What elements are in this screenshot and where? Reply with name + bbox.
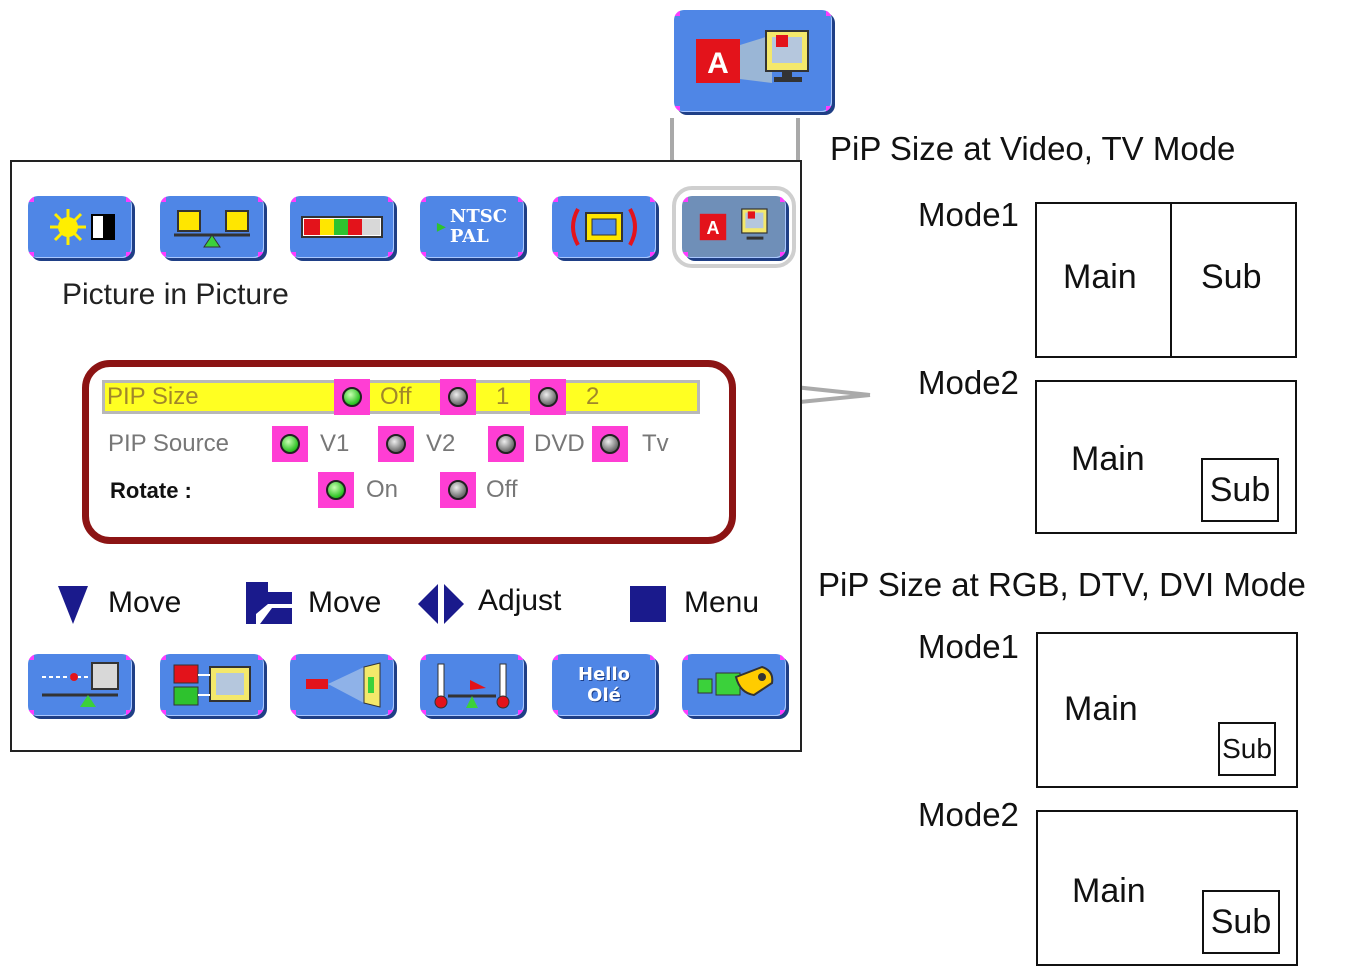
pip-source-v1-radio[interactable] xyxy=(272,426,308,462)
heading-video-tv: PiP Size at Video, TV Mode xyxy=(830,130,1236,167)
input-icon xyxy=(42,662,119,707)
left-right-arrow-icon xyxy=(418,584,464,624)
projector-tile[interactable] xyxy=(290,654,394,716)
pip-source-v1-label: V1 xyxy=(320,430,350,457)
main-label: Main xyxy=(1072,872,1146,910)
pip-icon-enlarged: A xyxy=(674,10,832,112)
rgb-mode1-diagram: Main Sub xyxy=(1036,632,1298,788)
pip-source-v2-label: V2 xyxy=(426,430,456,457)
video-mode2-diagram: Main Sub xyxy=(1035,380,1297,534)
ntsc-label: NTSC xyxy=(449,206,508,227)
osd-title: Picture in Picture xyxy=(62,278,289,311)
projector-icon xyxy=(306,662,381,708)
sub-window: Sub xyxy=(1201,458,1279,522)
pip-icon: A xyxy=(696,30,809,83)
temperature-tile[interactable] xyxy=(420,654,524,716)
pip-size-row[interactable] xyxy=(102,380,700,414)
help-menu-label: Menu xyxy=(684,586,760,619)
help-adjust-label: Adjust xyxy=(478,584,562,617)
menu-square-icon xyxy=(630,586,666,622)
hello-label: Hello xyxy=(578,664,630,685)
sub-label: Sub xyxy=(1210,902,1272,941)
pip-size-label: PIP Size xyxy=(107,383,199,410)
osd-window: ▸ NTSC PAL A Picture in Picture PIP xyxy=(10,160,802,752)
rgb-mode2-label: Mode2 xyxy=(918,796,1019,833)
sub-window: Sub xyxy=(1218,722,1276,776)
rotate-off-radio[interactable] xyxy=(440,472,476,508)
main-label: Main xyxy=(1064,690,1138,728)
screen-size-icon xyxy=(571,208,637,246)
rgb-mode1-label: Mode1 xyxy=(918,628,1019,665)
pip-size-2-label: 2 xyxy=(586,383,600,410)
input-tile[interactable] xyxy=(28,654,132,716)
pip-swap-icon xyxy=(173,664,251,706)
setup-tool-icon xyxy=(697,665,774,697)
rotate-off-label: Off xyxy=(486,476,518,503)
help-move-label-2: Move xyxy=(308,586,382,619)
move-step-icon xyxy=(246,582,292,624)
rotate-on-label: On xyxy=(366,476,399,503)
main-label: Main xyxy=(1071,440,1145,478)
heading-rgb-dtv-dvi: PiP Size at RGB, DTV, DVI Mode xyxy=(818,566,1306,603)
pip-swap-tile[interactable] xyxy=(160,654,264,716)
help-move-label: Move xyxy=(108,586,182,619)
pip-source-dvd-label: DVD xyxy=(534,430,585,457)
pip-source-tv-label: Tv xyxy=(642,430,669,457)
pal-label: PAL xyxy=(449,226,489,247)
pip-size-1-label: 1 xyxy=(496,383,510,410)
pip-tile[interactable]: A xyxy=(672,186,796,268)
ntsc-pal-icon: ▸ NTSC PAL xyxy=(436,206,508,247)
sub-label: Sub xyxy=(1201,258,1262,296)
pip-source-v2-radio[interactable] xyxy=(378,426,414,462)
rgb-mode2-diagram: Main Sub xyxy=(1036,810,1298,966)
pip-letter: A xyxy=(707,47,729,80)
sub-label: Sub xyxy=(1209,470,1271,509)
video-mode1-label: Mode1 xyxy=(918,196,1019,233)
pip-icon: A xyxy=(699,208,768,241)
split-divider xyxy=(1170,204,1172,356)
color-tile[interactable] xyxy=(290,196,394,258)
brightness-contrast-tile[interactable] xyxy=(28,196,132,258)
video-mode1-diagram: Main Sub xyxy=(1035,202,1297,358)
brightness-contrast-icon xyxy=(50,209,115,245)
main-label: Main xyxy=(1063,258,1137,296)
screen-size-tile[interactable] xyxy=(552,196,656,258)
sub-window: Sub xyxy=(1202,890,1280,954)
pip-source-tv-radio[interactable] xyxy=(592,426,628,462)
sub-label: Sub xyxy=(1222,733,1272,764)
setup-tile[interactable] xyxy=(682,654,786,716)
pip-size-off-label: Off xyxy=(380,383,412,410)
hello-ole-icon: Hello Olé xyxy=(578,664,630,706)
balance-tile[interactable] xyxy=(160,196,264,258)
down-arrow-icon xyxy=(58,586,88,624)
balance-icon xyxy=(174,210,250,248)
pip-letter-small: A xyxy=(707,218,720,238)
pip-size-2-radio[interactable] xyxy=(530,379,566,415)
rotate-on-radio[interactable] xyxy=(318,472,354,508)
video-mode2-label: Mode2 xyxy=(918,364,1019,401)
pip-menu-frame xyxy=(82,360,736,544)
ntsc-pal-tile[interactable]: ▸ NTSC PAL xyxy=(420,196,524,258)
pip-source-dvd-radio[interactable] xyxy=(488,426,524,462)
pip-source-label: PIP Source xyxy=(108,430,229,457)
pip-size-1-radio[interactable] xyxy=(440,379,476,415)
hello-ole-tile[interactable]: Hello Olé xyxy=(552,654,656,716)
color-bars-icon xyxy=(301,216,383,238)
ole-label: Olé xyxy=(587,685,621,706)
pip-size-off-radio[interactable] xyxy=(334,379,370,415)
temperature-icon xyxy=(434,663,510,709)
rotate-label: Rotate : xyxy=(110,478,192,503)
